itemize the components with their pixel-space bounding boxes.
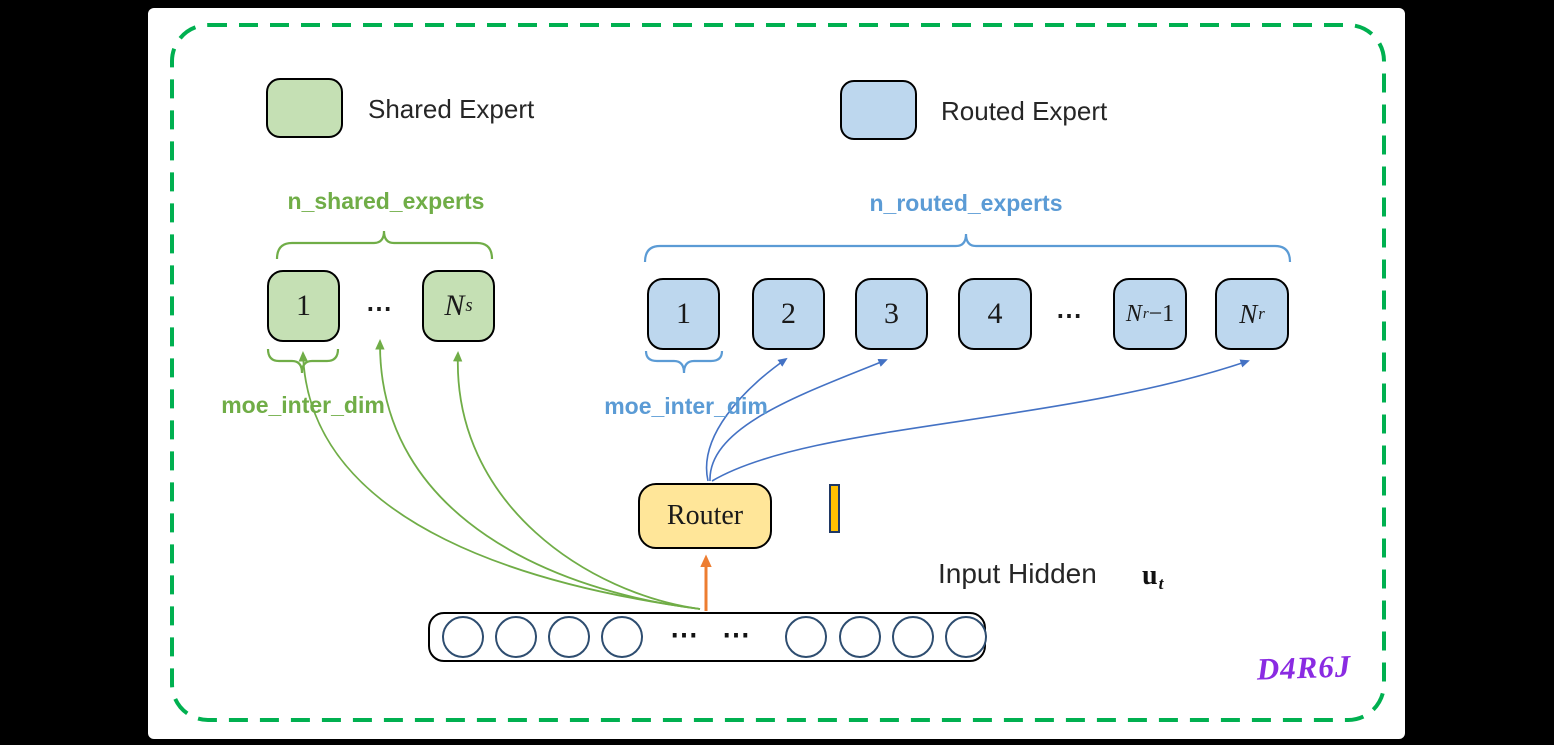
shared-expert-1-number: 1 [296, 289, 311, 322]
gate-weight-bar [829, 484, 840, 533]
hidden-unit-circle [601, 616, 643, 658]
hidden-unit-circle [839, 616, 881, 658]
shared-experts-ellipsis: ⋯ [366, 293, 394, 323]
hidden-unit-circle [945, 616, 987, 658]
legend-routed-expert-swatch [840, 80, 917, 140]
routed-expert-2-number: 2 [781, 297, 796, 330]
legend-routed-expert-label: Routed Expert [941, 96, 1108, 126]
routed-moe-inter-dim-label: moe_inter_dim [604, 393, 768, 419]
routed-expert-nm1-symbol: N [1125, 300, 1142, 327]
input-hidden-label: Input Hidden [938, 558, 1097, 589]
routed-expert-nm1-suffix: −1 [1148, 300, 1175, 327]
routed-expert-n-symbol: N [1239, 298, 1258, 329]
n-shared-experts-label: n_shared_experts [287, 188, 485, 214]
hidden-unit-circle [548, 616, 590, 658]
routed-expert-box-4: 4 [958, 278, 1032, 350]
input-hidden-symbol: ut [1142, 560, 1163, 594]
routed-expert-1-number: 1 [676, 297, 691, 330]
routed-expert-n-subscript: r [1258, 304, 1265, 323]
input-vector-symbol: u [1142, 560, 1158, 591]
router-box: Router [638, 483, 772, 549]
hidden-unit-circle [442, 616, 484, 658]
routed-experts-ellipsis: ⋯ [1056, 300, 1084, 330]
router-label: Router [666, 500, 744, 531]
routed-expert-nm1-subscript: r [1142, 305, 1149, 322]
hidden-units-ellipsis-right: ⋯ [722, 619, 752, 650]
routed-expert-box-1: 1 [647, 278, 720, 350]
hidden-units-ellipsis-left: ⋯ [670, 619, 700, 650]
legend-shared-expert-label: Shared Expert [368, 94, 535, 124]
shared-expert-n-subscript: s [465, 295, 473, 316]
legend-shared-expert-swatch [266, 78, 343, 138]
hidden-unit-circle [785, 616, 827, 658]
routed-expert-4-number: 4 [987, 297, 1003, 330]
shared-expert-box-1: 1 [267, 270, 340, 342]
routed-expert-box-2: 2 [752, 278, 825, 350]
input-vector-subscript: t [1158, 574, 1164, 594]
n-routed-experts-label: n_routed_experts [869, 190, 1063, 216]
hidden-unit-circle [495, 616, 537, 658]
shared-moe-inter-dim-label: moe_inter_dim [221, 392, 385, 418]
routed-expert-3-number: 3 [884, 297, 899, 330]
hidden-unit-circle [892, 616, 934, 658]
shared-expert-n-symbol: N [444, 289, 465, 322]
routed-expert-box-3: 3 [855, 278, 928, 350]
watermark-signature: D4R6J [1256, 648, 1352, 687]
